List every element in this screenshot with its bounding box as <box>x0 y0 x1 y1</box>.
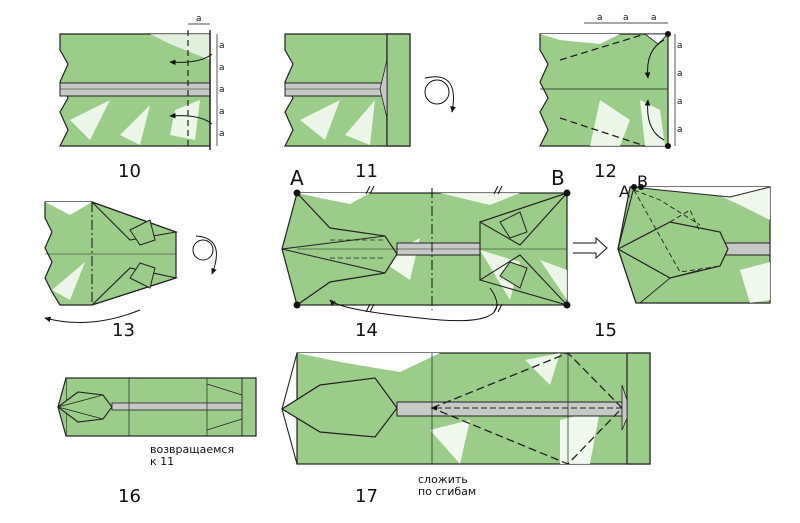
step-number-11: 11 <box>355 161 378 182</box>
svg-text:a: a <box>677 125 683 135</box>
turn-over-arrow-icon <box>192 235 217 275</box>
svg-text:a: a <box>597 13 603 23</box>
svg-text:a: a <box>623 13 629 23</box>
step-number-16: 16 <box>118 486 141 507</box>
svg-text:a: a <box>219 129 225 139</box>
step-13-figure <box>44 201 217 323</box>
point-label-b: B <box>637 172 648 191</box>
step-15-figure <box>616 184 771 304</box>
step-11-figure <box>284 33 456 147</box>
svg-text:a: a <box>219 85 225 95</box>
svg-text:a: a <box>219 107 225 117</box>
step-10-figure: a a a a a a <box>59 14 225 150</box>
svg-text:a: a <box>677 97 683 107</box>
point-label-a: A <box>619 182 630 201</box>
turn-over-arrow-icon <box>424 76 456 113</box>
step-number-12: 12 <box>594 161 617 182</box>
svg-text:a: a <box>219 63 225 73</box>
step-16-note: возвращаемся к 11 <box>150 443 235 468</box>
svg-text:a: a <box>677 69 683 79</box>
step-17-figure <box>280 352 651 465</box>
point-label-b: B <box>551 166 565 190</box>
step-number-14: 14 <box>355 320 378 341</box>
step-12-figure: a a a a a a a <box>539 13 683 149</box>
step-16-figure <box>57 377 257 437</box>
svg-text:a: a <box>219 41 225 51</box>
open-arrow-icon <box>573 236 608 260</box>
step-number-15: 15 <box>594 320 617 341</box>
step-14-figure <box>281 185 608 322</box>
dimension-label: a <box>196 14 202 24</box>
point-label-a: A <box>290 166 304 190</box>
step-17-note: сложить по сгибам <box>418 473 477 498</box>
svg-text:a: a <box>677 41 683 51</box>
step-number-10: 10 <box>118 161 141 182</box>
step-number-17: 17 <box>355 486 378 507</box>
svg-text:a: a <box>651 13 657 23</box>
step-number-13: 13 <box>112 320 135 341</box>
